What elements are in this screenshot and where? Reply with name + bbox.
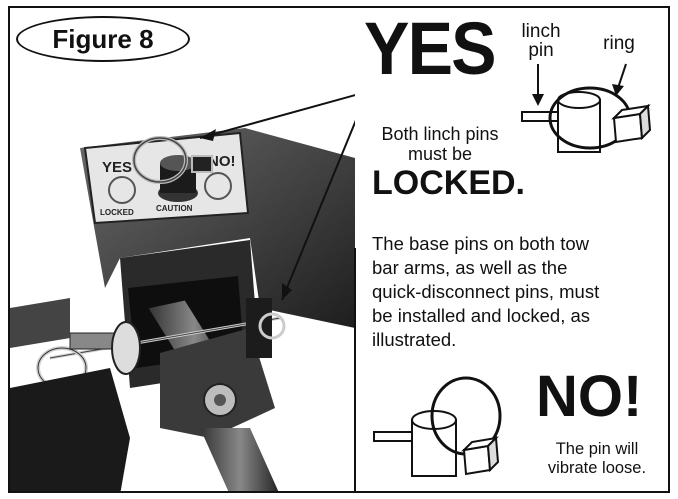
instructions-line1: The base pins on both tow <box>372 233 590 254</box>
yes-heading: YES <box>364 7 497 90</box>
locked-heading: LOCKED. <box>372 164 525 202</box>
no-note: The pin will vibrate loose. <box>532 440 662 478</box>
no-note-line1: The pin will <box>555 440 639 458</box>
linch-pin-label-line2: pin <box>528 40 554 61</box>
decal-yes: YES <box>102 159 132 176</box>
instructions-line3: quick-disconnect pins, must <box>372 281 600 302</box>
locked-pin-illustration <box>521 63 652 153</box>
figure-frame: YES NO! LOCKED CAUTION <box>8 6 670 493</box>
instructions-line4: be installed and locked, as <box>372 305 591 326</box>
locked-note-line1: Both linch pins <box>381 124 499 144</box>
instructions-line2: bar arms, as well as the <box>372 257 568 278</box>
linch-pin-label-line1: linch <box>521 21 561 42</box>
unlocked-pin-illustration <box>373 376 502 477</box>
linch-pin-label: linch pin <box>511 22 571 60</box>
instructions-line5: illustrated. <box>372 329 457 350</box>
decal-caution: CAUTION <box>156 204 193 213</box>
locked-note-line2: must be <box>407 144 473 164</box>
decal-locked: LOCKED <box>100 208 134 217</box>
tow-bar-photo: YES NO! LOCKED CAUTION <box>10 94 355 491</box>
no-heading: NO! <box>536 364 643 429</box>
ring-label: ring <box>603 33 635 54</box>
locked-note: Both linch pins must be <box>364 124 516 164</box>
instructions-paragraph: The base pins on both tow bar arms, as w… <box>372 232 652 352</box>
no-note-line2: vibrate loose. <box>547 459 647 477</box>
column-divider <box>354 248 356 491</box>
decal-no: NO! <box>208 153 236 170</box>
figure-label: Figure 8 <box>16 16 190 62</box>
